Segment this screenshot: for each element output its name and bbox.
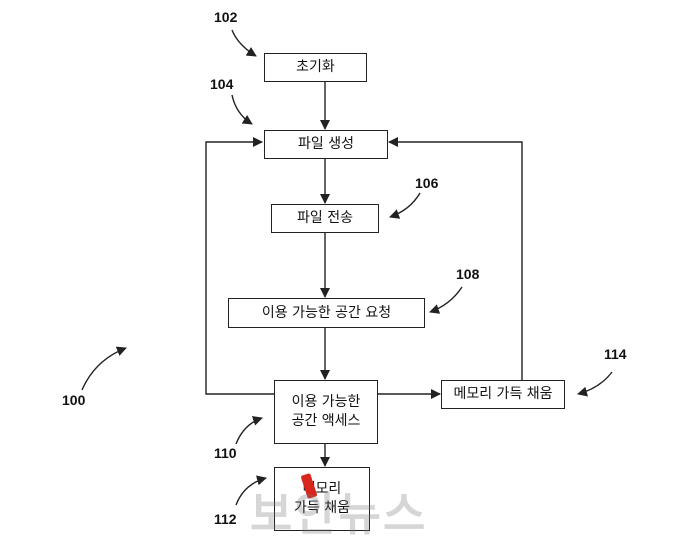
leader-108 [429, 286, 463, 314]
ref-100: 100 [62, 392, 86, 408]
box-transfer-file-label: 파일 전송 [297, 210, 353, 227]
box-fill-memory: 메모리 가득 채움 [441, 380, 565, 409]
leader-114 [577, 371, 613, 397]
box-memory-full-line2: 가득 채움 [294, 500, 350, 516]
arrow-loop-left [205, 137, 274, 395]
ref-110: 110 [214, 445, 237, 461]
arrow-loop-right [388, 137, 523, 380]
ref-104: 104 [210, 76, 234, 92]
box-fill-memory-label: 메모리 가득 채움 [453, 386, 553, 403]
ref-114: 114 [604, 346, 627, 362]
leader-100 [81, 346, 127, 391]
box-access-space-line2: 공간 액세스 [291, 413, 361, 429]
box-request-space: 이용 가능한 공간 요청 [228, 298, 425, 328]
ref-102: 102 [214, 9, 238, 25]
box-memory-full: 메모리 가득 채움 [274, 467, 370, 531]
box-request-space-label: 이용 가능한 공간 요청 [261, 304, 392, 321]
box-create-file: 파일 생성 [264, 130, 388, 159]
box-initialize-label: 초기화 [296, 59, 335, 76]
leader-104 [231, 94, 253, 125]
leader-102 [231, 29, 257, 57]
leader-112 [235, 475, 267, 506]
box-create-file-label: 파일 생성 [298, 136, 354, 153]
ref-108: 108 [456, 266, 480, 282]
box-access-space: 이용 가능한 공간 액세스 [274, 380, 378, 444]
box-access-space-line1: 이용 가능한 [291, 394, 361, 411]
leader-106 [389, 192, 421, 219]
box-initialize: 초기화 [264, 53, 367, 82]
ref-106: 106 [415, 175, 439, 191]
watermark: 보안뉴스 [250, 487, 428, 541]
box-transfer-file: 파일 전송 [271, 204, 379, 233]
ref-112: 112 [214, 511, 237, 527]
leader-110 [235, 416, 263, 445]
